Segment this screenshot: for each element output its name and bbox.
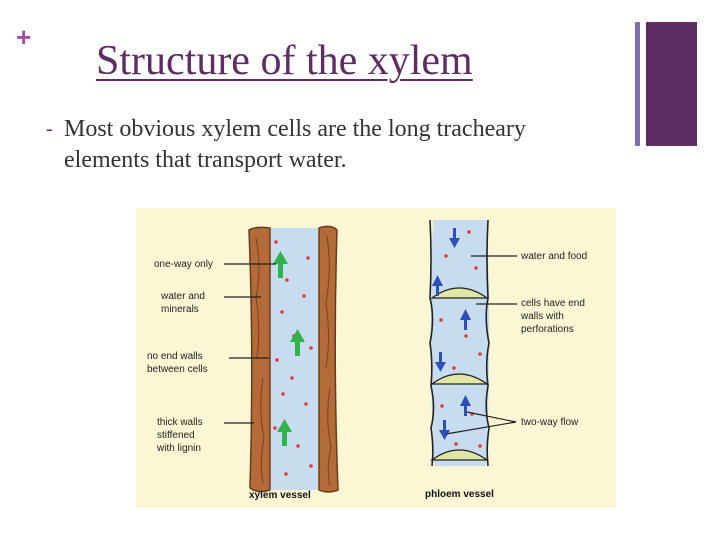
bullet-dash: -: [46, 118, 53, 140]
down-arrow-icon: [439, 420, 450, 440]
label-two-way: two-way flow: [521, 417, 579, 428]
caption-phloem: phloem vessel: [425, 489, 494, 500]
up-arrow-icon: [290, 329, 305, 356]
xylem-mineral-dots: [273, 240, 313, 476]
label-cells-end-3: perforations: [521, 324, 574, 335]
label-no-end-walls-2: between cells: [147, 364, 208, 375]
bullet-text: Most obvious xylem cells are the long tr…: [64, 116, 526, 173]
decorative-bar-thick: [646, 22, 697, 146]
label-water-minerals-1: water and: [160, 291, 205, 302]
up-arrow-icon: [277, 419, 292, 446]
xylem-leader-lines: [224, 263, 276, 424]
up-arrow-icon: [432, 275, 443, 296]
down-arrow-icon: [449, 228, 460, 248]
label-thick-walls-3: with lignin: [156, 443, 201, 454]
label-cells-end-2: walls with: [520, 311, 564, 322]
xylem-vessel: one-way only water and minerals no end w…: [147, 225, 339, 501]
label-water-food: water and food: [520, 251, 587, 262]
figure-svg: one-way only water and minerals no end w…: [147, 219, 587, 501]
xylem-phloem-figure: one-way only water and minerals no end w…: [136, 208, 616, 508]
phloem-dots: [439, 230, 482, 448]
label-no-end-walls-1: no end walls: [147, 351, 203, 362]
label-thick-walls-2: stiffened: [157, 430, 195, 441]
plus-marker: +: [16, 22, 32, 52]
label-one-way: one-way only: [154, 259, 213, 270]
caption-xylem: xylem vessel: [249, 490, 311, 501]
phloem-flow-arrows: [432, 228, 471, 440]
up-arrow-icon: [273, 251, 288, 278]
up-arrow-icon: [460, 309, 471, 330]
sieve-plates: [430, 287, 490, 461]
wall-grain: [255, 235, 332, 487]
xylem-flow-arrows: [273, 251, 305, 446]
label-cells-end-1: cells have end: [521, 298, 585, 309]
xylem-wall-right: [318, 225, 339, 493]
up-arrow-icon: [460, 395, 471, 416]
decorative-bar-thin: [635, 22, 640, 146]
phloem-leader-lines: [445, 255, 517, 435]
slide-title: Structure of the xylem: [96, 38, 473, 84]
down-arrow-icon: [435, 352, 446, 372]
label-thick-walls-1: thick walls: [157, 417, 203, 428]
phloem-vessel: water and food cells have end walls with…: [425, 219, 587, 500]
phloem-lumen: [430, 220, 490, 466]
label-water-minerals-2: minerals: [161, 304, 199, 315]
bullet-point: - Most obvious xylem cells are the long …: [46, 114, 606, 176]
phloem-walls: [429, 219, 490, 467]
xylem-wall-left: [248, 226, 271, 493]
